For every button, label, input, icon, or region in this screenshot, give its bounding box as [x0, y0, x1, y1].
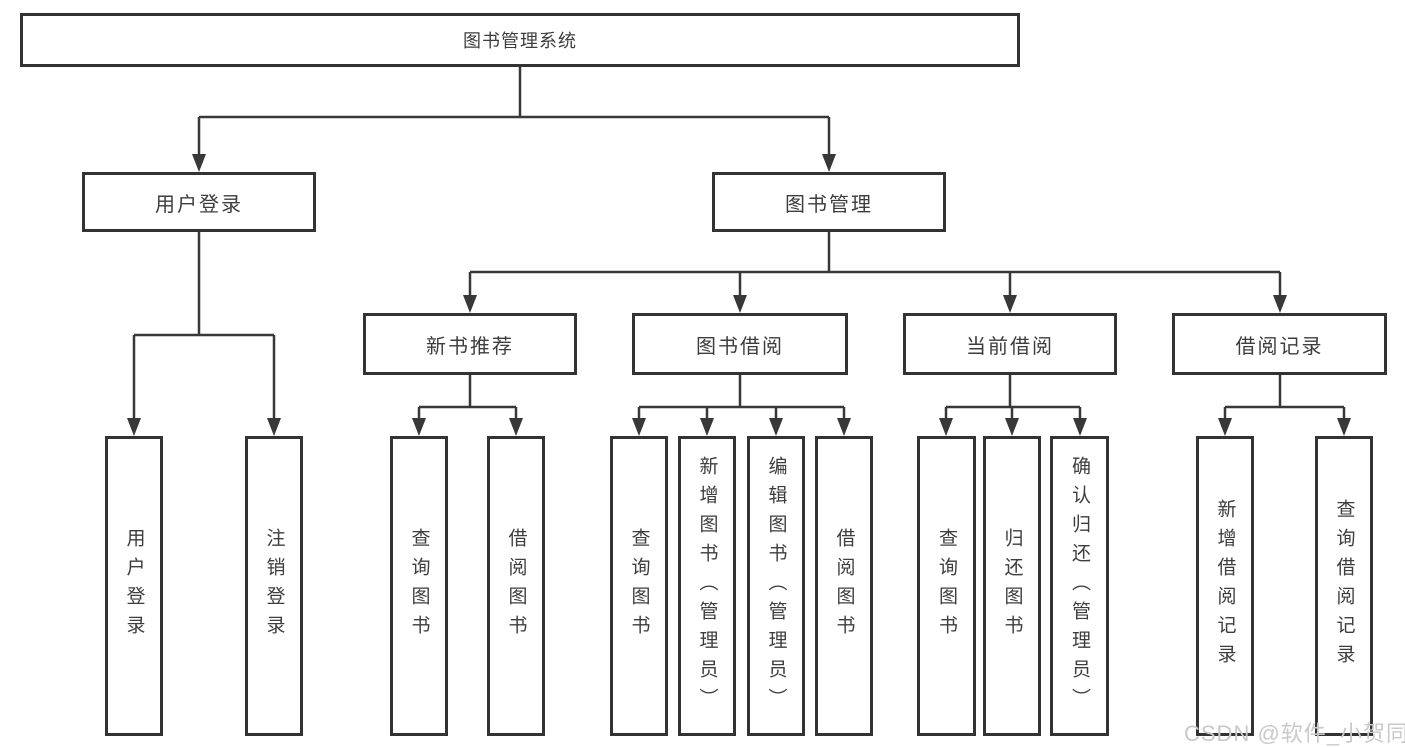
watermark-text: CSDN @软件_小贺同学: [1184, 721, 1405, 746]
node-book-borrowing: 图书借阅: [632, 313, 848, 375]
node-book-management: 图书管理: [712, 172, 946, 232]
connector-lines: [132, 67, 1346, 421]
node-label: 确认归还（管理员）: [1069, 455, 1090, 717]
node-label: 查询图书: [936, 528, 957, 644]
node-label: 查询图书: [628, 528, 650, 644]
node-label: 图书借阅: [696, 335, 784, 358]
node-borrowing-records: 借阅记录: [1172, 313, 1387, 375]
node-query-books-recommend: 查询图书: [390, 436, 448, 736]
node-query-borrow-record: 查询借阅记录: [1315, 436, 1373, 736]
node-label: 编辑图书（管理员）: [765, 455, 787, 717]
node-label: 借阅图书: [505, 528, 527, 644]
node-current-borrowing: 当前借阅: [903, 313, 1117, 375]
node-user-login: 用户登录: [82, 172, 316, 232]
node-library-system: 图书管理系统: [20, 13, 1020, 67]
node-label: 注销登录: [263, 528, 285, 644]
node-label: 新增图书（管理员）: [696, 455, 718, 717]
node-add-book-admin: 新增图书（管理员）: [678, 436, 736, 736]
node-label: 新书推荐: [426, 335, 514, 358]
node-label: 归还图书: [1001, 528, 1023, 644]
node-new-book-recommendation: 新书推荐: [363, 313, 577, 375]
node-confirm-return-admin: 确认归还（管理员）: [1050, 436, 1109, 736]
node-logout: 注销登录: [245, 436, 303, 736]
node-label: 查询借阅记录: [1333, 499, 1355, 673]
node-return-books: 归还图书: [983, 436, 1041, 736]
node-label: 查询图书: [408, 528, 430, 644]
node-label: 新增借阅记录: [1214, 499, 1236, 673]
node-borrow-books-leaf: 借阅图书: [815, 436, 873, 736]
node-add-borrow-record: 新增借阅记录: [1196, 436, 1254, 736]
node-query-books-borrow: 查询图书: [610, 436, 668, 736]
node-label: 当前借阅: [966, 335, 1054, 358]
node-label: 借阅图书: [833, 528, 855, 644]
node-label: 用户登录: [123, 528, 145, 644]
node-edit-book-admin: 编辑图书（管理员）: [747, 436, 805, 736]
node-label: 图书管理: [785, 193, 873, 216]
node-user-login-leaf: 用户登录: [105, 436, 163, 736]
node-label: 图书管理系统: [463, 31, 577, 51]
connector-arrowheads: [127, 154, 1351, 436]
node-label: 借阅记录: [1235, 335, 1324, 358]
node-label: 用户登录: [155, 193, 243, 216]
node-query-books-current: 查询图书: [917, 436, 976, 736]
node-borrow-books-recommend: 借阅图书: [487, 436, 545, 736]
